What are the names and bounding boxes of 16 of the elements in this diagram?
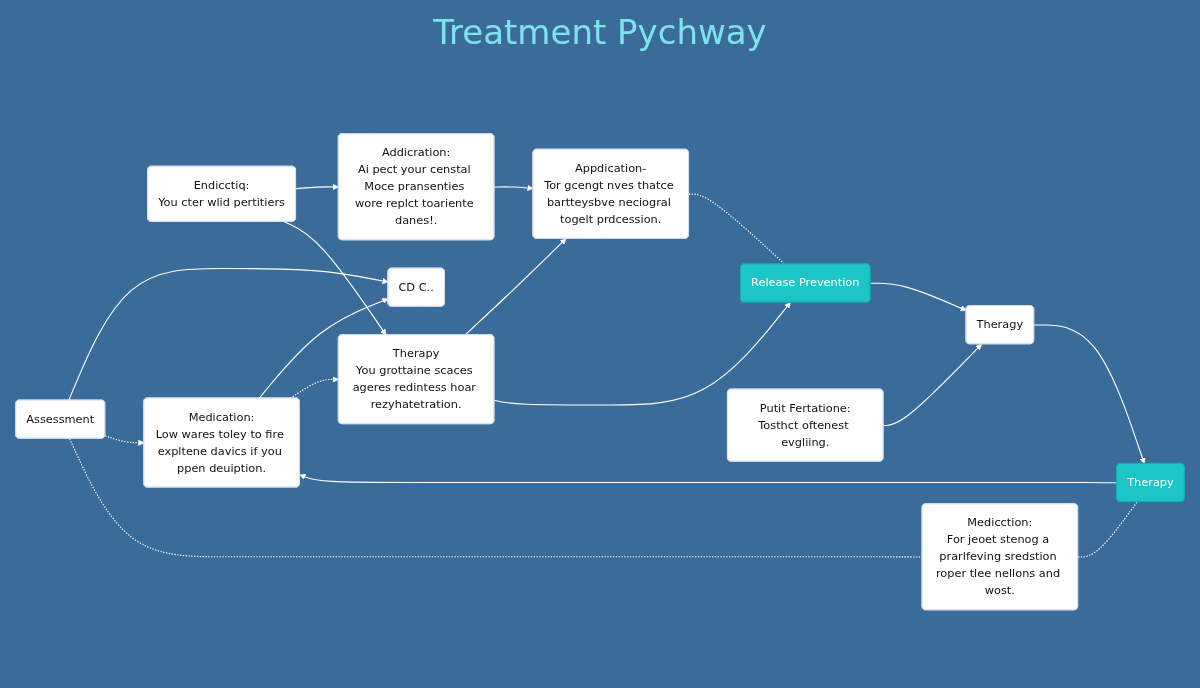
arrow: [295, 184, 339, 191]
arrow: [68, 268, 389, 402]
arrow: [493, 185, 534, 192]
connector: [1077, 501, 1138, 558]
arrow: [869, 282, 967, 312]
arrow: [104, 435, 145, 447]
diagram-title: Treatment Pychway: [433, 12, 767, 52]
arrow: [1033, 324, 1146, 465]
arrow: [464, 238, 567, 336]
arrow: [299, 474, 1118, 484]
arrow: [882, 344, 982, 427]
connector: [68, 438, 923, 558]
connector: [688, 193, 786, 265]
arrow: [258, 298, 389, 400]
arrow: [493, 302, 791, 406]
arrow: [283, 221, 387, 336]
